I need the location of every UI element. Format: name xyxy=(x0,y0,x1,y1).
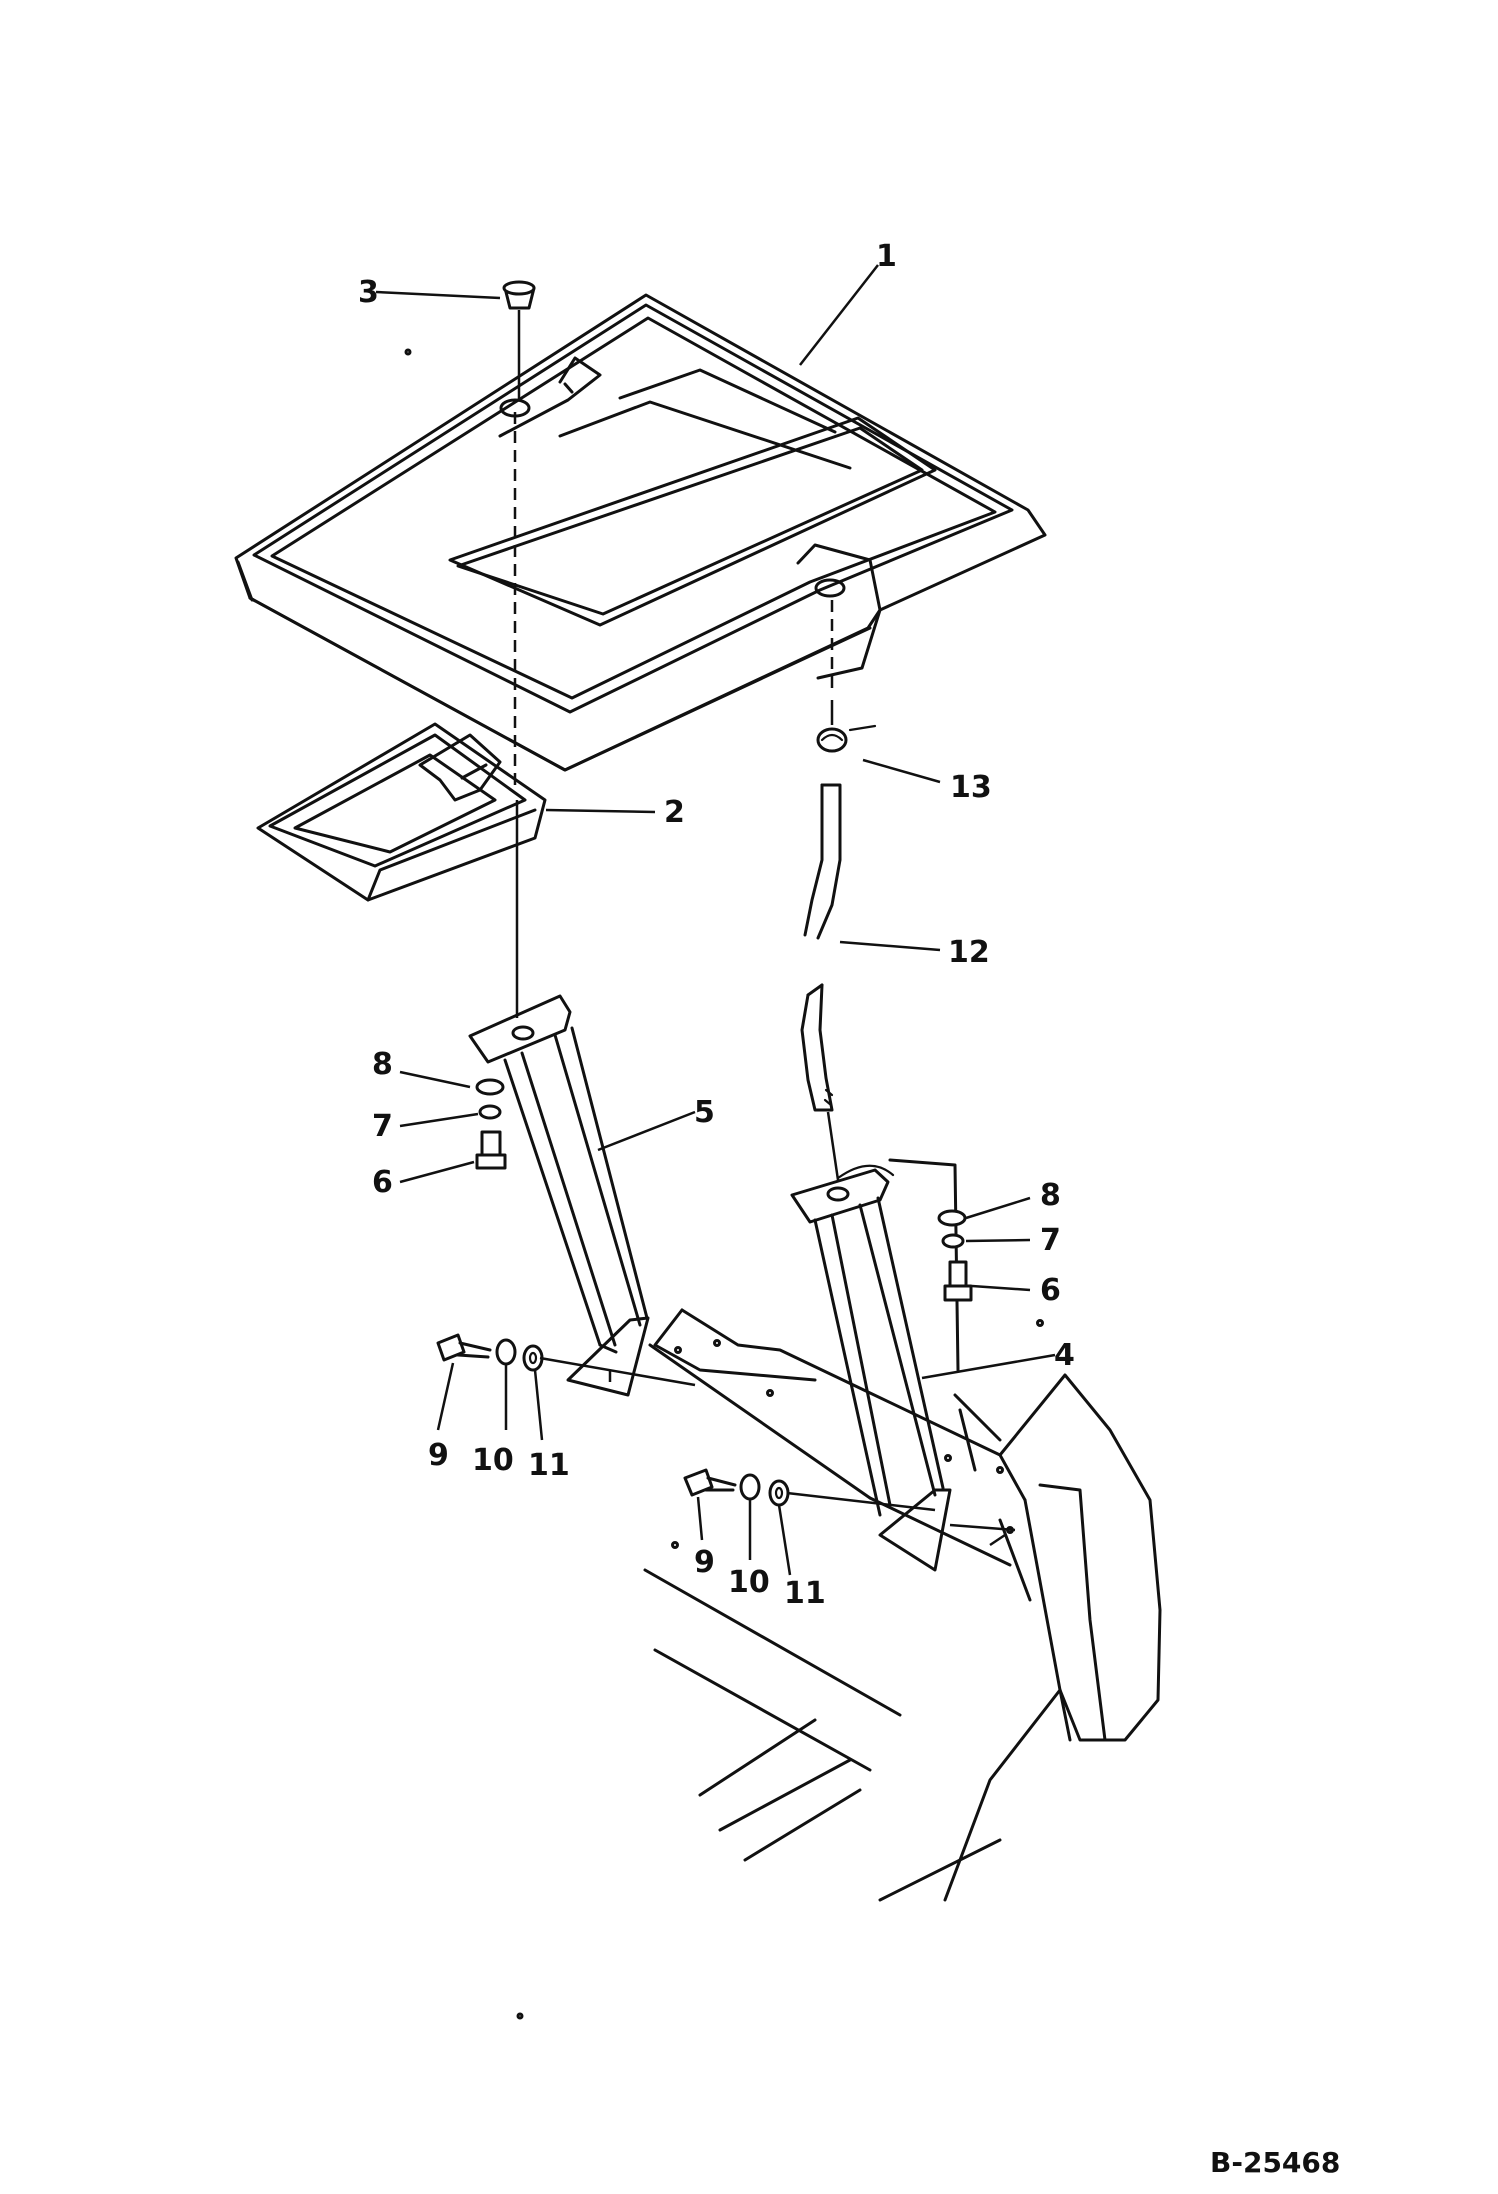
leader-lines xyxy=(375,264,1056,1576)
callout-9-right: 9 xyxy=(694,1545,715,1580)
callout-8-right: 8 xyxy=(1040,1178,1061,1213)
callout-1: 1 xyxy=(876,239,897,274)
callout-labels: 1 2 3 4 5 6 6 7 7 8 8 9 9 10 10 11 11 12… xyxy=(358,239,1075,1611)
callout-10-left: 10 xyxy=(472,1443,514,1478)
callout-3: 3 xyxy=(358,275,379,310)
right-support-leg xyxy=(790,1164,952,1572)
left-fasteners-lower xyxy=(436,1333,544,1372)
right-fasteners-lower xyxy=(683,1468,790,1507)
tray xyxy=(256,722,547,902)
drawing-reference-code: B-25468 xyxy=(1210,2146,1340,2179)
assembly-lines xyxy=(513,310,1016,1547)
canopy-roof xyxy=(234,293,1047,772)
callout-2: 2 xyxy=(664,795,685,830)
callout-12: 12 xyxy=(948,935,990,970)
hose-clamp xyxy=(816,724,877,753)
callout-13: 13 xyxy=(950,770,992,805)
callout-11-left: 11 xyxy=(528,1448,570,1483)
callout-5: 5 xyxy=(694,1095,715,1130)
machine-body xyxy=(404,348,1162,2020)
callout-4: 4 xyxy=(1054,1338,1075,1373)
left-fasteners-upper xyxy=(475,1078,507,1170)
right-fasteners-upper xyxy=(937,1209,973,1302)
callout-7-left: 7 xyxy=(372,1109,393,1144)
callout-10-right: 10 xyxy=(728,1565,770,1600)
callout-6-left: 6 xyxy=(372,1165,393,1200)
callout-11-right: 11 xyxy=(784,1576,826,1611)
callout-9-left: 9 xyxy=(428,1438,449,1473)
callout-6-right: 6 xyxy=(1040,1273,1061,1308)
callout-7-right: 7 xyxy=(1040,1223,1061,1258)
callout-8-left: 8 xyxy=(372,1047,393,1082)
cap xyxy=(502,280,536,310)
drain-hose xyxy=(800,783,842,1112)
left-support-leg xyxy=(468,994,650,1397)
